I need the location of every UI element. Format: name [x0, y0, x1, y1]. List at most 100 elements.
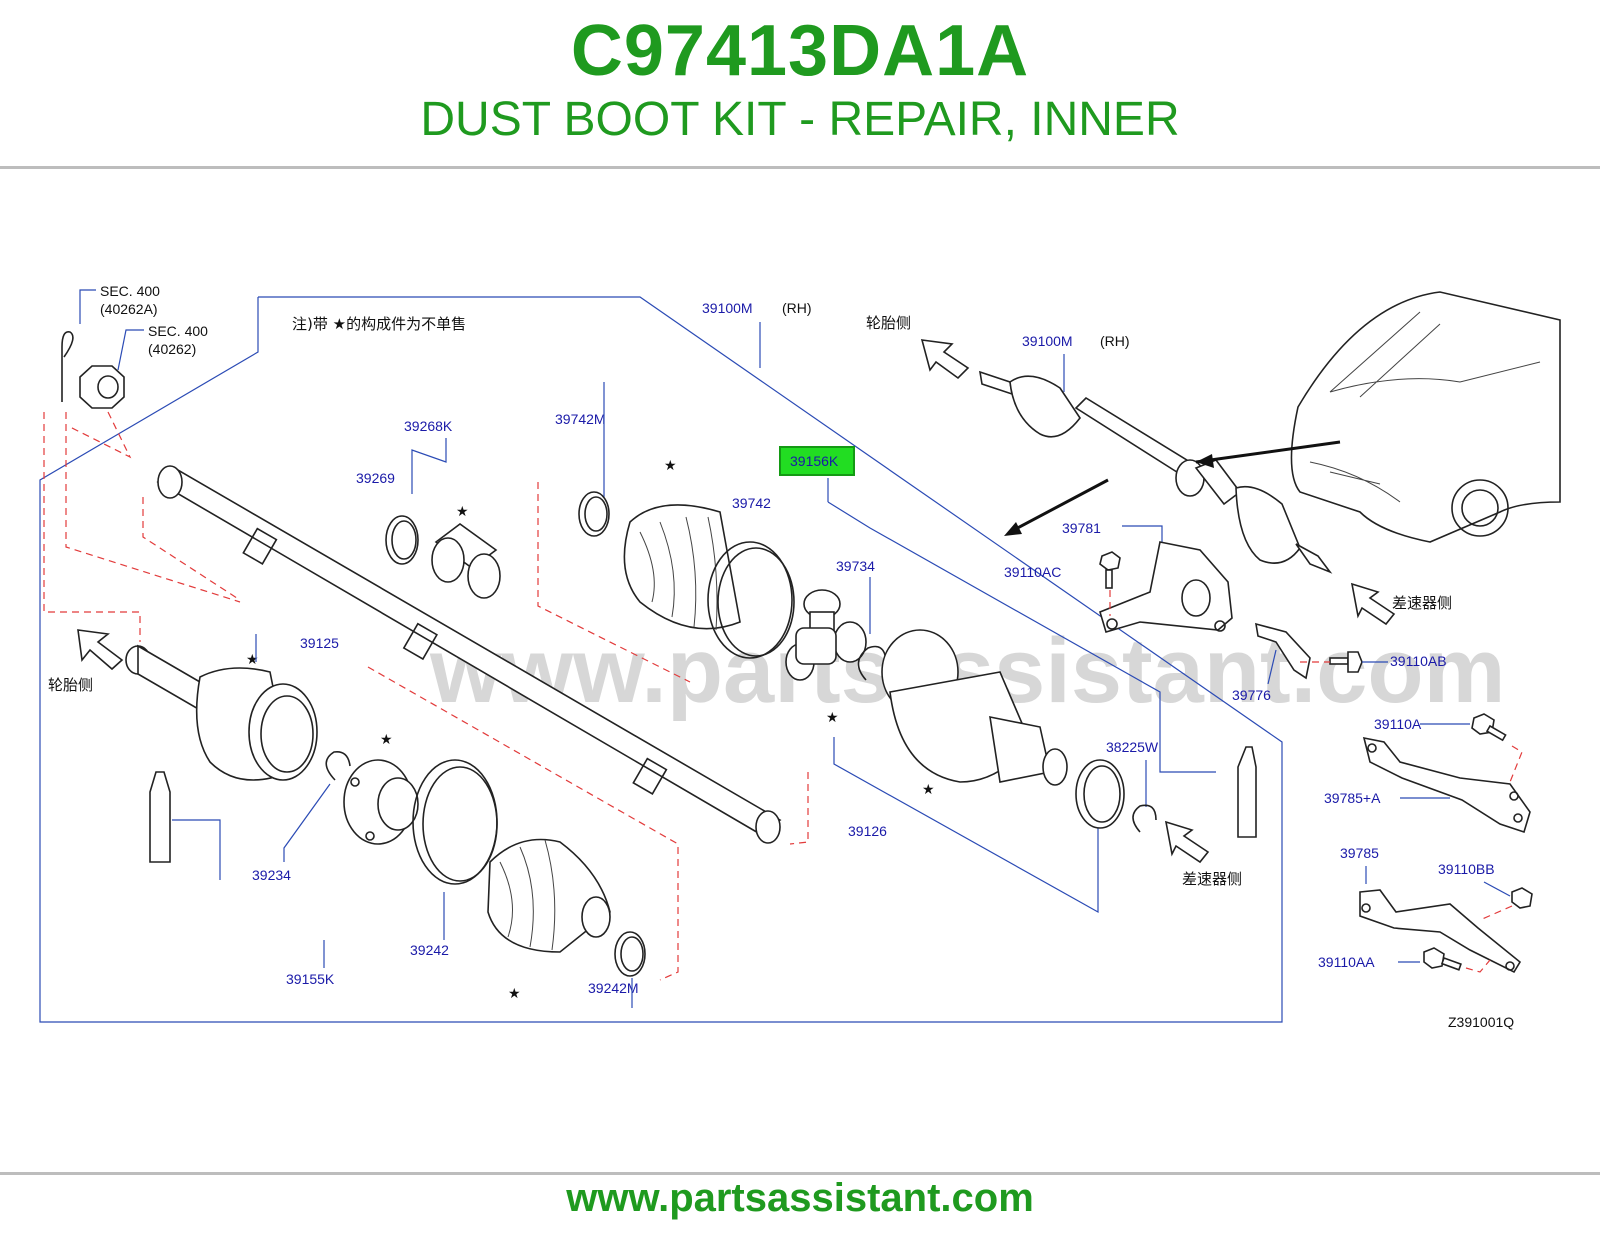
rh-label-left: (RH): [782, 300, 812, 316]
driveshaft-assembly-small: [978, 370, 1333, 574]
drive-shaft: [156, 465, 782, 844]
pointer-arrow-1-head-icon: [1196, 454, 1214, 468]
star-cage-icon: ★: [380, 731, 393, 747]
pointer-arrow-2-head-icon: [1004, 522, 1022, 536]
part-39785a-bracket: [1362, 736, 1531, 834]
part-39776-plate: [1255, 622, 1311, 680]
diff-side-arrow-bottom-icon: [1164, 820, 1210, 864]
part-39125-outer-joint: [125, 644, 318, 781]
leader-39268k: [411, 438, 447, 494]
callout-38225w: 38225W: [1106, 739, 1159, 755]
diagram-code: Z391001Q: [1448, 1014, 1514, 1030]
callout-39100m-right: 39100M: [1022, 333, 1073, 349]
parts-diagram: www.partsassistant.com 注)带 ★的构成件为不单售 SEC…: [0, 172, 1600, 1172]
callout-39734: 39734: [836, 558, 875, 574]
hub-nut: [79, 365, 125, 409]
star-39126b-icon: ★: [922, 781, 935, 797]
part-39268k-damper: [431, 523, 501, 599]
callout-39268k: 39268K: [404, 418, 453, 434]
snap-ring-39234: [325, 750, 351, 781]
sec400-a-leader: [79, 289, 96, 324]
callout-39155k: 39155K: [286, 971, 335, 987]
sec400-b-label: SEC. 400: [148, 323, 208, 339]
dash-shaft-right: [789, 772, 809, 845]
part-39734-snap-ring: [857, 645, 887, 681]
part-39242-band: [412, 759, 498, 885]
part-39242m-clamp: [614, 931, 646, 977]
star-39268k-icon: ★: [456, 503, 469, 519]
part-39126-inner-housing: [881, 629, 1068, 786]
main-frame-outline: [39, 296, 1283, 1023]
part-description: DUST BOOT KIT - REPAIR, INNER: [420, 93, 1180, 146]
part-39742-band: [707, 541, 795, 659]
bolt-39110a-icon: [1471, 713, 1507, 742]
dash-guide-3: [69, 411, 132, 459]
sec400-a-label: SEC. 400: [100, 283, 160, 299]
part-38225w-seal: [1075, 759, 1125, 829]
leader-39234: [283, 783, 331, 862]
callout-39110ab: 39110AB: [1390, 653, 1447, 669]
callout-39126: 39126: [848, 823, 887, 839]
star-39125-icon: ★: [246, 651, 259, 667]
diff-side-arrow-right-icon: [1350, 582, 1396, 626]
wheel-side-arrow-top-icon: [920, 339, 970, 380]
bolt-39110ab-icon: [1329, 651, 1363, 673]
callout-39156k[interactable]: 39156K: [790, 453, 839, 469]
diff-side-label-bottom: 差速器侧: [1182, 870, 1242, 888]
highlight-39156k-box[interactable]: [779, 446, 855, 476]
dash-guide-1: [43, 412, 141, 642]
dash-39110aa: [1465, 959, 1491, 973]
callout-39110a: 39110A: [1374, 716, 1422, 732]
dash-boot-1: [537, 482, 691, 683]
nut-39110bb-icon: [1511, 887, 1533, 909]
page-header: C97413DA1A DUST BOOT KIT - REPAIR, INNER: [0, 0, 1600, 168]
callout-39100m-left: 39100M: [702, 300, 753, 316]
part-number-title: C97413DA1A: [570, 11, 1030, 91]
callout-39110bb: 39110BB: [1438, 861, 1495, 877]
vehicle-outline-icon: [1290, 291, 1561, 543]
star-39126-icon: ★: [826, 709, 839, 725]
leader-39776: [1267, 649, 1277, 685]
pointer-arrow-1: [1195, 440, 1341, 464]
dash-39110a: [1509, 745, 1523, 783]
part-39781-bracket: [1099, 541, 1233, 633]
callout-39110aa: 39110AA: [1318, 954, 1375, 970]
leader-39156k-frame: [827, 501, 1216, 773]
part-tripod-joint: [785, 589, 867, 681]
part-outer-boot-39742m: [623, 504, 741, 631]
callout-39269: 39269: [356, 470, 395, 486]
star-39742m-icon: ★: [664, 457, 677, 473]
footer-website-link[interactable]: www.partsassistant.com: [566, 1176, 1034, 1220]
pointer-arrow-2: [1009, 478, 1109, 534]
part-inner-boot-39242: [487, 838, 611, 953]
sec400-a-ref: (40262A): [100, 301, 158, 317]
leader-39110bb: [1483, 881, 1511, 897]
leader-39781: [1122, 525, 1163, 552]
dash-39110bb: [1479, 905, 1513, 921]
callout-39785a: 39785+A: [1324, 790, 1381, 806]
part-39269-clamp: [385, 515, 419, 565]
wheel-side-label-top: 轮胎侧: [866, 314, 911, 332]
leader-39126: [833, 737, 1099, 914]
leader-grease-left: [172, 819, 221, 880]
star-39242m-icon: ★: [508, 985, 521, 1001]
grease-tube-left-icon: [149, 771, 171, 863]
callout-39242m: 39242M: [588, 980, 639, 996]
sec400-b-ref: (40262): [148, 341, 196, 357]
grease-tube-right-icon: [1237, 746, 1257, 838]
part-ball-cage: [343, 759, 419, 845]
callout-39234: 39234: [252, 867, 291, 883]
callout-39781: 39781: [1062, 520, 1101, 536]
rh-label-right: (RH): [1100, 333, 1130, 349]
callout-39125: 39125: [300, 635, 339, 651]
callout-39742m: 39742M: [555, 411, 606, 427]
wheel-side-arrow-left-icon: [77, 629, 124, 671]
wheel-side-label-left: 轮胎侧: [48, 676, 93, 694]
diagram-svg: www.partsassistant.com 注)带 ★的构成件为不单售 SEC…: [39, 283, 1561, 1030]
snap-ring-right: [1132, 804, 1157, 833]
bolt-39110aa-icon: [1423, 947, 1462, 971]
header-divider: [0, 166, 1600, 169]
bolt-39110ac-icon: [1099, 551, 1121, 589]
callout-39110ac: 39110AC: [1004, 564, 1061, 580]
callout-39242: 39242: [410, 942, 449, 958]
